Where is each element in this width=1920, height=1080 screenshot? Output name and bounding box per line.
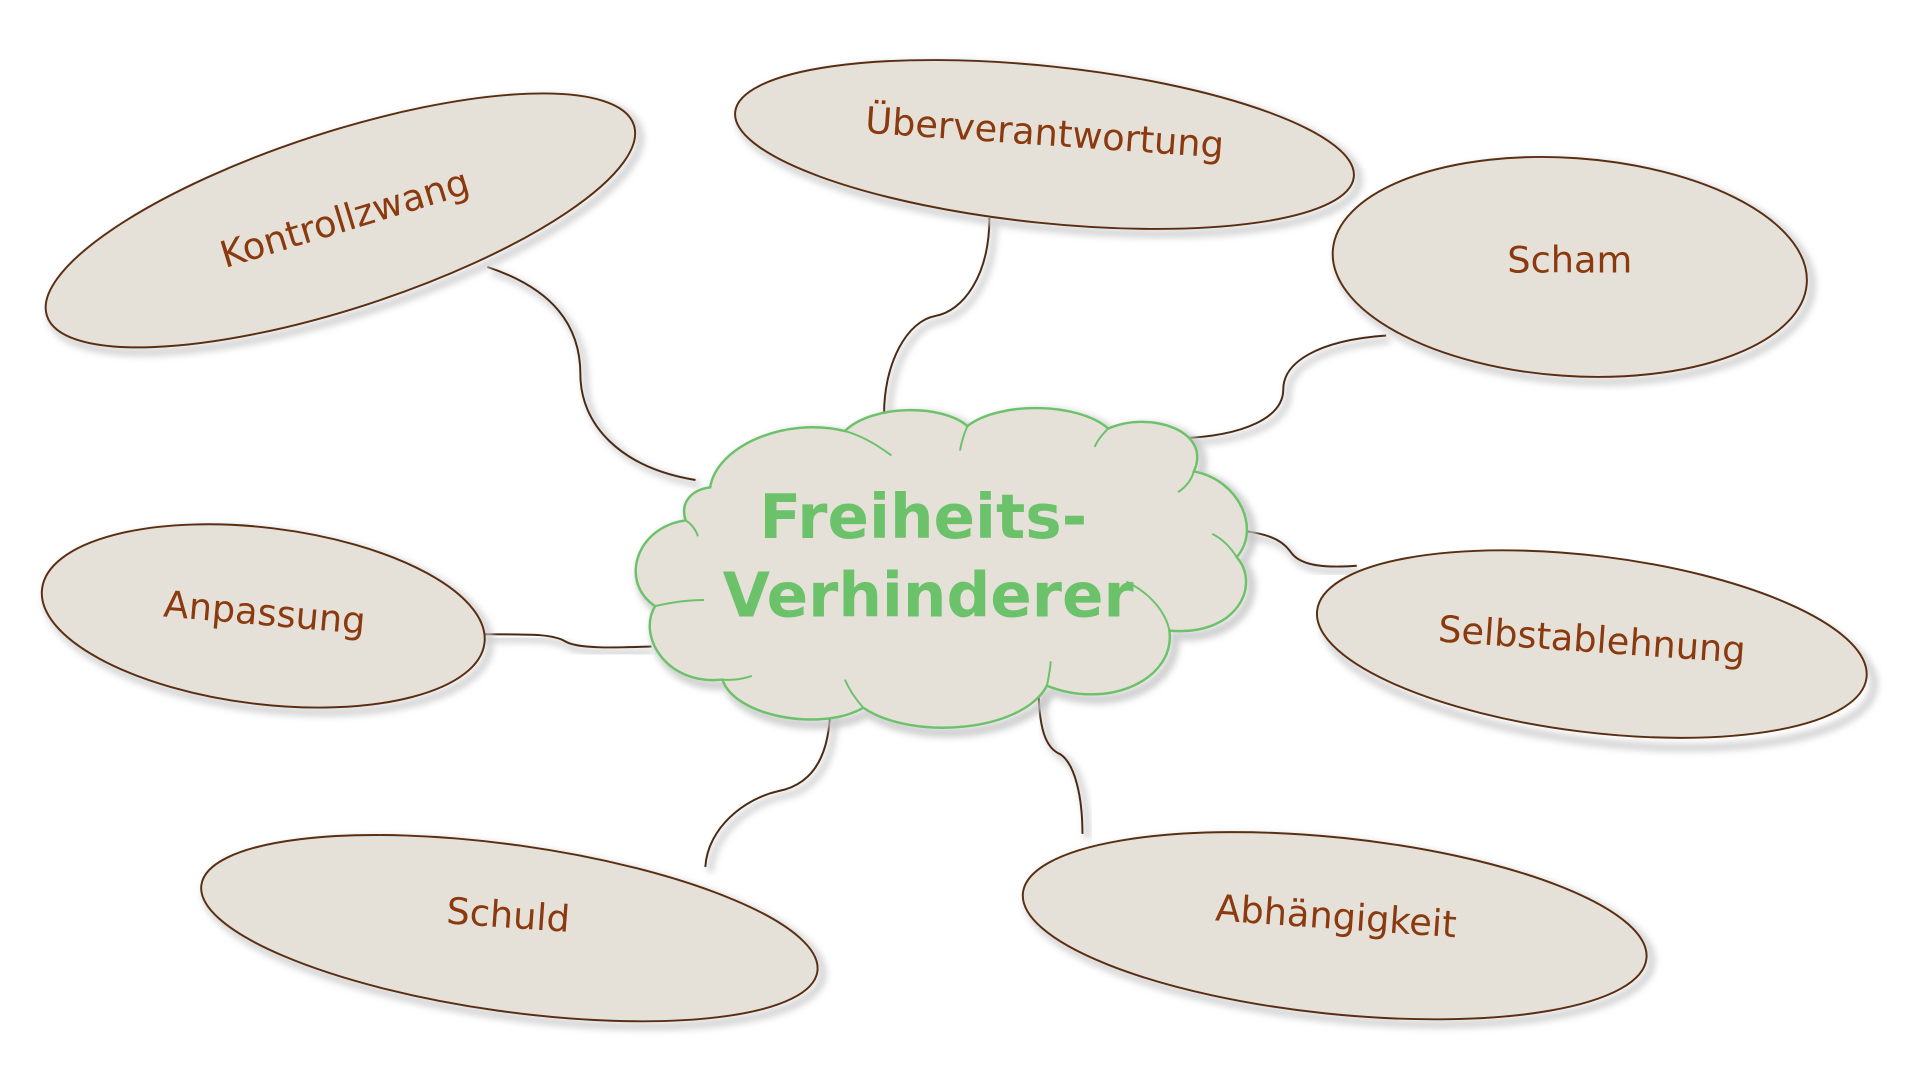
branch-label-schuld: Schuld [445, 889, 571, 941]
branch-node-abhaengigkeit[interactable]: Abhängigkeit [1014, 805, 1661, 1051]
center-label-line1: Freiheits- [759, 482, 1087, 553]
center-node[interactable]: Freiheits- Verhinderer [634, 406, 1257, 738]
branch-label-scham: Scham [1507, 239, 1632, 282]
branch-node-anpassung[interactable]: Anpassung [31, 501, 500, 735]
center-label-line2: Verhinderer [723, 561, 1135, 632]
connector-selbstablehnung [1236, 529, 1357, 568]
branch-node-schuld[interactable]: Schuld [190, 802, 834, 1058]
connector-schuld [704, 705, 832, 868]
connector-abhaengigkeit [1037, 680, 1084, 834]
connectors [484, 217, 1391, 873]
connector-scham [1180, 334, 1387, 440]
connector-kontrollzwang [487, 266, 696, 481]
branch-node-selbstablehnung[interactable]: Selbstablehnung [1306, 523, 1884, 775]
branch-node-scham[interactable]: Scham [1325, 142, 1819, 397]
branch-node-kontrollzwang[interactable]: Kontrollzwang [20, 41, 666, 404]
connector-ueberverantwortung [883, 217, 991, 414]
connector-anpassung [484, 633, 652, 649]
branch-node-ueberverantwortung[interactable]: Überverantwortung [727, 34, 1367, 260]
